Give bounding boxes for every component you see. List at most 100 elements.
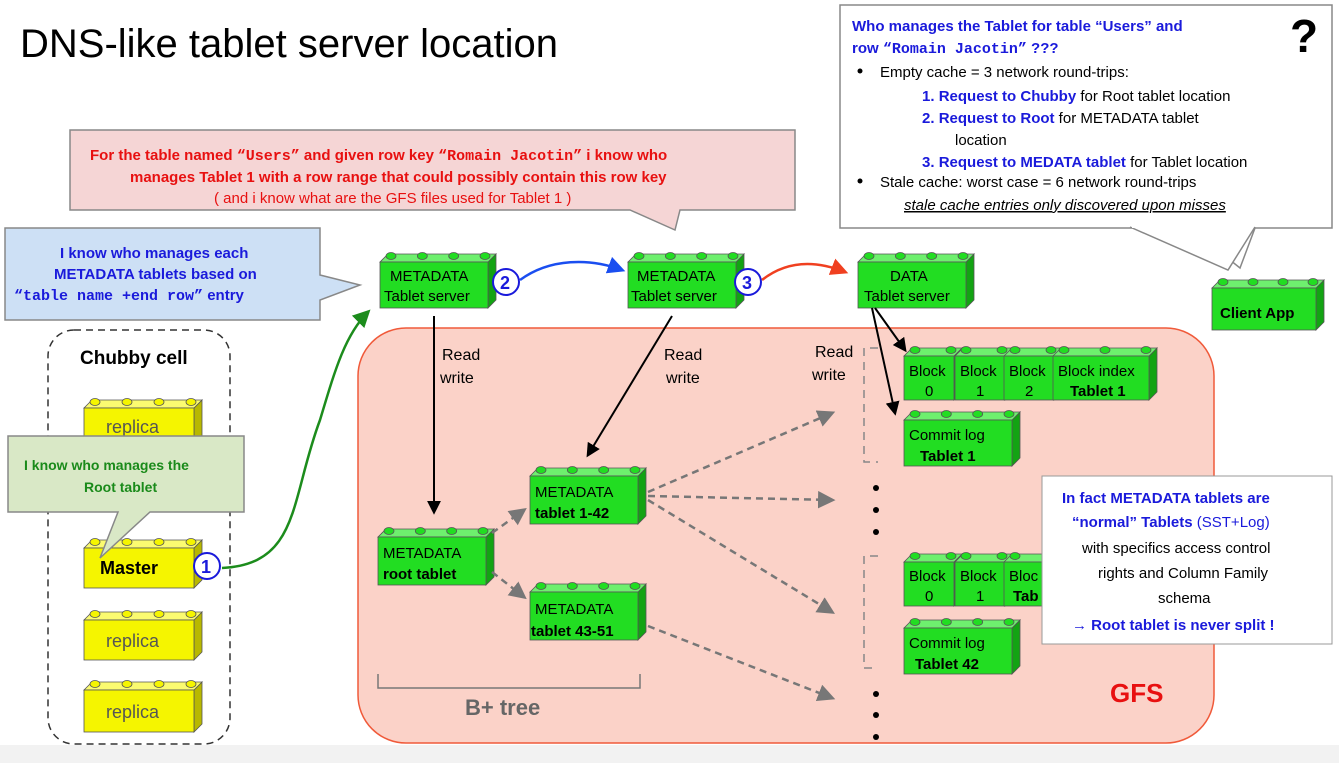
rw1-write: write xyxy=(439,370,474,387)
arrow-43-51-down xyxy=(647,624,836,702)
meta-server2-line1: METADATA xyxy=(637,268,715,285)
t42-block2-a: Bloc xyxy=(1009,568,1039,585)
question-step: location xyxy=(955,132,1007,149)
lego-replica-2 xyxy=(83,610,203,661)
chubby-cell-box xyxy=(47,329,231,745)
data-server-line2: Tablet server xyxy=(864,288,950,305)
t42-block1-b: 1 xyxy=(976,588,984,605)
ellipsis-dots-mid xyxy=(873,485,879,535)
red-callout-bubble xyxy=(69,129,796,232)
rw3-write: write xyxy=(811,367,846,384)
lego-meta-1-42 xyxy=(529,466,647,525)
question-mark: ? xyxy=(1290,10,1318,62)
arrow-root-to-1-42 xyxy=(491,507,527,535)
arrow-meta2-to-1-42 xyxy=(586,315,673,458)
footer-bar xyxy=(0,745,1339,763)
rw1-read: Read xyxy=(442,347,480,364)
ellipsis-dots-bottom xyxy=(873,691,879,740)
gfs-label: GFS xyxy=(1110,678,1163,708)
tablet42-bracket xyxy=(863,555,878,669)
lego-t42-block1 xyxy=(954,552,1014,607)
arrow-1-42-up xyxy=(647,410,836,494)
question-bullet-2: Stale cache: worst case = 6 network roun… xyxy=(880,174,1196,191)
question-note: stale cache entries only discovered upon… xyxy=(904,197,1226,214)
question-steps: 1. Request to Chubby for Root tablet loc… xyxy=(922,88,1247,171)
master-label: Master xyxy=(100,558,158,578)
t42-log-b: Tablet 42 xyxy=(915,656,979,673)
question-box-pointer xyxy=(1129,226,1256,271)
rw2-read: Read xyxy=(664,347,702,364)
bullet-dot-2 xyxy=(857,178,863,184)
t1-block2-a: Block xyxy=(1009,363,1046,380)
meta-server1-line2: Tablet server xyxy=(384,288,470,305)
btree-bracket xyxy=(377,674,641,689)
lego-meta-43-51 xyxy=(529,582,647,641)
step-badge-1-text: 1 xyxy=(201,557,211,577)
replica2-label: replica xyxy=(106,631,160,651)
meta-server2-line2: Tablet server xyxy=(631,288,717,305)
fact-line3: with specifics access control xyxy=(1081,540,1270,557)
replica3-label: replica xyxy=(106,702,160,722)
lego-t1-index xyxy=(1052,346,1158,401)
arrow-data-to-log1 xyxy=(871,307,900,416)
question-step: 1. Request to Chubby for Root tablet loc… xyxy=(922,88,1230,105)
meta-1-42-line1: METADATA xyxy=(535,484,613,501)
step-badge-1 xyxy=(193,552,221,580)
meta-server1-line1: METADATA xyxy=(390,268,468,285)
btree-label: B+ tree xyxy=(465,695,540,720)
t1-block0-a: Block xyxy=(909,363,946,380)
green-callout-bubble xyxy=(7,435,245,559)
arrow-data-to-tablet1 xyxy=(874,307,907,353)
fact-line1: In fact METADATA tablets are xyxy=(1062,490,1270,507)
slide-title: DNS-like tablet server location xyxy=(20,22,558,66)
step-badge-2 xyxy=(492,268,520,296)
green-callout-line1: I know who manages the xyxy=(24,457,189,473)
blue-callout-line2: METADATA tablets based on xyxy=(54,266,257,283)
lego-meta-server-1 xyxy=(379,252,497,309)
fact-box xyxy=(1041,475,1333,645)
chubby-cell-title: Chubby cell xyxy=(80,348,188,369)
lego-data-server xyxy=(857,252,975,309)
root-tablet-line1: METADATA xyxy=(383,545,461,562)
meta-1-42-line2: tablet 1-42 xyxy=(535,505,609,522)
blue-callout-line1: I know who manages each xyxy=(60,245,248,262)
question-step: 3. Request to MEDATA tablet for Tablet l… xyxy=(922,154,1247,171)
lego-blocks xyxy=(83,252,1325,733)
t1-block1-a: Block xyxy=(960,363,997,380)
blue-callout-bubble xyxy=(4,227,363,321)
meta-43-51-line1: METADATA xyxy=(535,601,613,618)
arrow-master-to-meta1 xyxy=(221,309,371,570)
t1-block0-b: 0 xyxy=(925,383,933,400)
client-app-label: Client App xyxy=(1220,305,1294,322)
step-badge-3-text: 3 xyxy=(742,273,752,293)
question-box-mask xyxy=(1132,222,1253,228)
t1-log-b: Tablet 1 xyxy=(920,448,976,465)
arrow-1-42-mid xyxy=(647,490,836,509)
lego-root-tablet xyxy=(377,527,495,586)
t42-block1-a: Block xyxy=(960,568,997,585)
lego-replica-3 xyxy=(83,680,203,733)
green-callout-line2: Root tablet xyxy=(84,479,157,495)
arrow-meta1-to-meta2 xyxy=(519,256,626,282)
meta-43-51-line2: tablet 43-51 xyxy=(531,623,614,640)
fact-line6: → Root tablet is never split ! xyxy=(1072,617,1275,634)
red-callout-line3: ( and i know what are the GFS files used… xyxy=(214,190,571,207)
arrow-root-to-43-51 xyxy=(491,571,527,600)
arrow-meta2-to-data xyxy=(761,258,849,281)
t42-block0-a: Block xyxy=(909,568,946,585)
t1-log-a: Commit log xyxy=(909,427,985,444)
data-server-line1: DATA xyxy=(890,268,928,285)
lego-t1-log xyxy=(903,410,1021,467)
t42-block2-b: Tab xyxy=(1013,588,1039,605)
t42-block0-b: 0 xyxy=(925,588,933,605)
blue-callout-line3: “table name +end row” entry xyxy=(14,287,245,305)
fact-line5: schema xyxy=(1158,590,1211,607)
fact-line2: “normal” Tablets (SST+Log) xyxy=(1072,514,1270,531)
tablet1-bracket xyxy=(863,347,878,463)
question-header-2: row “Romain Jacotin” ??? xyxy=(852,40,1059,58)
lego-client-app xyxy=(1211,278,1325,331)
fact-line4: rights and Column Family xyxy=(1098,565,1269,582)
red-callout-line1: For the table named “Users” and given ro… xyxy=(90,147,667,165)
question-header-1: Who manages the Tablet for table “Users”… xyxy=(852,18,1183,35)
